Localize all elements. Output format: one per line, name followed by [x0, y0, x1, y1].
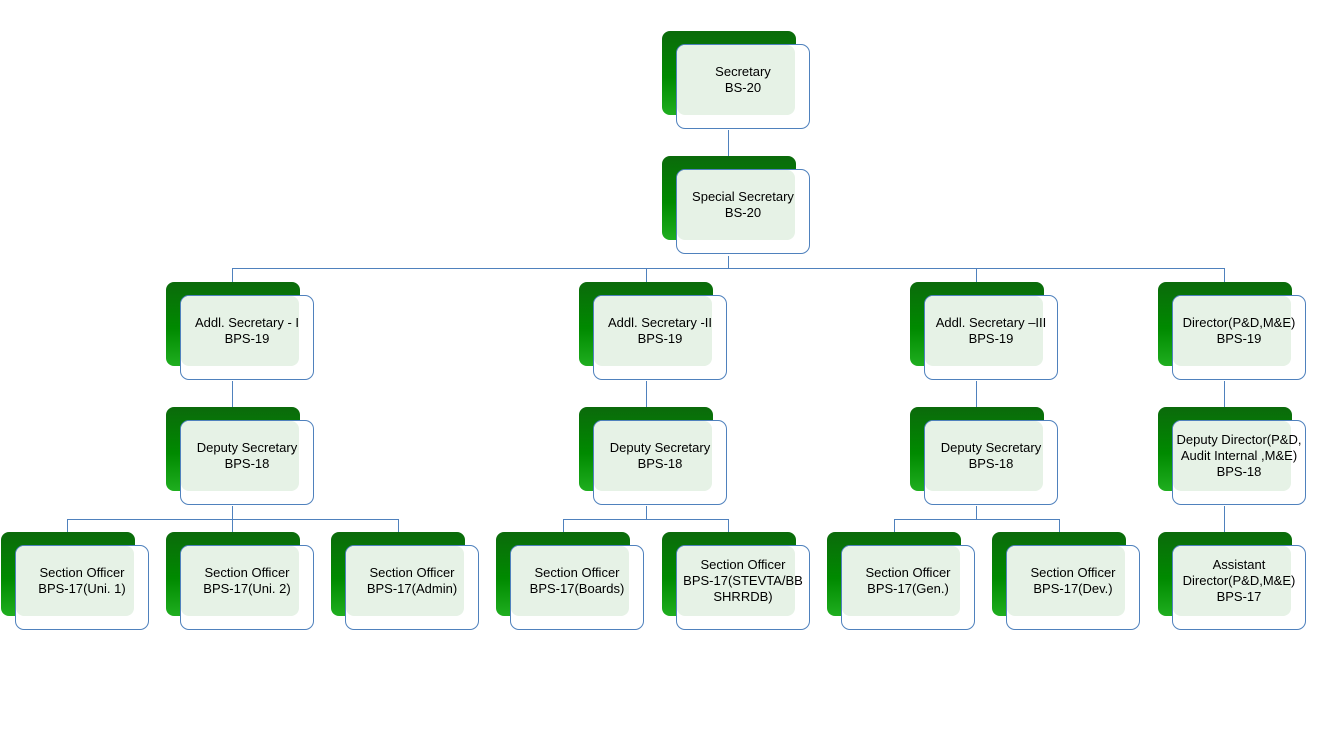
node-deputy-director: Deputy Director(P&D, Audit Internal ,M&E… [1158, 407, 1308, 507]
node-label: Deputy Secretary BPS-18 [924, 420, 1058, 492]
node-title: Addl. Secretary –III [935, 315, 1047, 330]
node-label: Section Officer BPS-17(Admin) [345, 545, 479, 617]
node-section-officer-stevta: Section Officer BPS-17(STEVTA/BBSHRRDB) [662, 532, 812, 632]
node-grade: BPS-18 [224, 456, 270, 471]
node-grade: BS-20 [724, 205, 762, 220]
node-title: Section Officer [865, 565, 951, 580]
node-label: Deputy Secretary BPS-18 [593, 420, 727, 492]
node-grade: BPS-17 [1216, 589, 1262, 604]
node-addl-secretary-1: Addl. Secretary - I BPS-19 [166, 282, 316, 382]
node-front-shape [510, 545, 644, 630]
node-section-officer-boards: Section Officer BPS-17(Boards) [496, 532, 646, 632]
node-section-officer-gen: Section Officer BPS-17(Gen.) [827, 532, 977, 632]
node-secretary: Secretary BS-20 [662, 31, 812, 131]
node-label: Section Officer BPS-17(STEVTA/BBSHRRDB) [676, 545, 810, 617]
node-grade: BPS-17(Boards) [529, 581, 625, 596]
node-title: Section Officer [1030, 565, 1116, 580]
node-grade: BPS-18 [1216, 464, 1262, 479]
node-label: Section Officer BPS-17(Dev.) [1006, 545, 1140, 617]
node-front-shape [345, 545, 479, 630]
node-front-shape [593, 295, 727, 380]
node-front-shape [593, 420, 727, 505]
node-label: Addl. Secretary - I BPS-19 [180, 295, 314, 367]
node-front-shape [15, 545, 149, 630]
node-grade: BPS-17(Uni. 2) [203, 581, 291, 596]
node-section-officer-uni1: Section Officer BPS-17(Uni. 1) [1, 532, 151, 632]
node-title: Deputy Director(P&D, Audit Internal ,M&E… [1176, 432, 1302, 463]
node-label: Section Officer BPS-17(Uni. 1) [15, 545, 149, 617]
node-special-secretary: Special Secretary BS-20 [662, 156, 812, 256]
node-grade: BPS-19 [1216, 331, 1262, 346]
node-grade: BPS-17(Admin) [366, 581, 458, 596]
node-title: Section Officer [369, 565, 455, 580]
node-front-shape [180, 420, 314, 505]
node-addl-secretary-2: Addl. Secretary -II BPS-19 [579, 282, 729, 382]
node-deputy-secretary-2: Deputy Secretary BPS-18 [579, 407, 729, 507]
node-title: Section Officer [39, 565, 125, 580]
node-section-officer-dev: Section Officer BPS-17(Dev.) [992, 532, 1142, 632]
node-label: Section Officer BPS-17(Uni. 2) [180, 545, 314, 617]
node-label: Director(P&D,M&E) BPS-19 [1172, 295, 1306, 367]
node-label: Secretary BS-20 [676, 44, 810, 116]
node-title: Section Officer [204, 565, 290, 580]
node-label: Special Secretary BS-20 [676, 169, 810, 241]
node-title: Special Secretary [692, 189, 794, 204]
node-assistant-director: Assistant Director(P&D,M&E) BPS-17 [1158, 532, 1308, 632]
node-title: Deputy Secretary [609, 440, 711, 455]
node-grade: BPS-18 [637, 456, 683, 471]
node-front-shape [924, 420, 1058, 505]
node-title: Section Officer [700, 557, 786, 572]
node-section-officer-uni2: Section Officer BPS-17(Uni. 2) [166, 532, 316, 632]
node-title: Assistant Director(P&D,M&E) [1182, 557, 1296, 588]
node-front-shape [1172, 295, 1306, 380]
node-grade: BPS-17(STEVTA/BBSHRRDB) [683, 573, 803, 604]
node-front-shape [924, 295, 1058, 380]
node-grade: BPS-19 [637, 331, 683, 346]
node-title: Deputy Secretary [196, 440, 298, 455]
node-title: Secretary [715, 64, 771, 79]
node-front-shape [676, 169, 810, 254]
node-grade: BPS-17(Dev.) [1033, 581, 1113, 596]
node-title: Deputy Secretary [940, 440, 1042, 455]
node-front-shape [676, 44, 810, 129]
node-front-shape [180, 295, 314, 380]
node-label: Section Officer BPS-17(Boards) [510, 545, 644, 617]
node-front-shape [676, 545, 810, 630]
node-addl-secretary-3: Addl. Secretary –III BPS-19 [910, 282, 1060, 382]
node-grade: BPS-17(Uni. 1) [38, 581, 126, 596]
node-deputy-secretary-3: Deputy Secretary BPS-18 [910, 407, 1060, 507]
node-front-shape [1006, 545, 1140, 630]
node-grade: BPS-17(Gen.) [867, 581, 949, 596]
node-title: Addl. Secretary -II [607, 315, 713, 330]
node-label: Addl. Secretary -II BPS-19 [593, 295, 727, 367]
node-label: Deputy Director(P&D, Audit Internal ,M&E… [1172, 420, 1306, 492]
node-grade: BPS-18 [968, 456, 1014, 471]
node-label: Addl. Secretary –III BPS-19 [924, 295, 1058, 367]
node-title: Addl. Secretary - I [194, 315, 300, 330]
node-front-shape [180, 545, 314, 630]
node-director: Director(P&D,M&E) BPS-19 [1158, 282, 1308, 382]
node-title: Director(P&D,M&E) [1182, 315, 1296, 330]
node-grade: BPS-19 [224, 331, 270, 346]
node-grade: BS-20 [724, 80, 762, 95]
node-label: Section Officer BPS-17(Gen.) [841, 545, 975, 617]
node-deputy-secretary-1: Deputy Secretary BPS-18 [166, 407, 316, 507]
node-front-shape [841, 545, 975, 630]
node-label: Deputy Secretary BPS-18 [180, 420, 314, 492]
node-label: Assistant Director(P&D,M&E) BPS-17 [1172, 545, 1306, 617]
node-front-shape [1172, 545, 1306, 630]
node-title: Section Officer [534, 565, 620, 580]
node-section-officer-admin: Section Officer BPS-17(Admin) [331, 532, 481, 632]
node-front-shape [1172, 420, 1306, 505]
node-grade: BPS-19 [968, 331, 1014, 346]
